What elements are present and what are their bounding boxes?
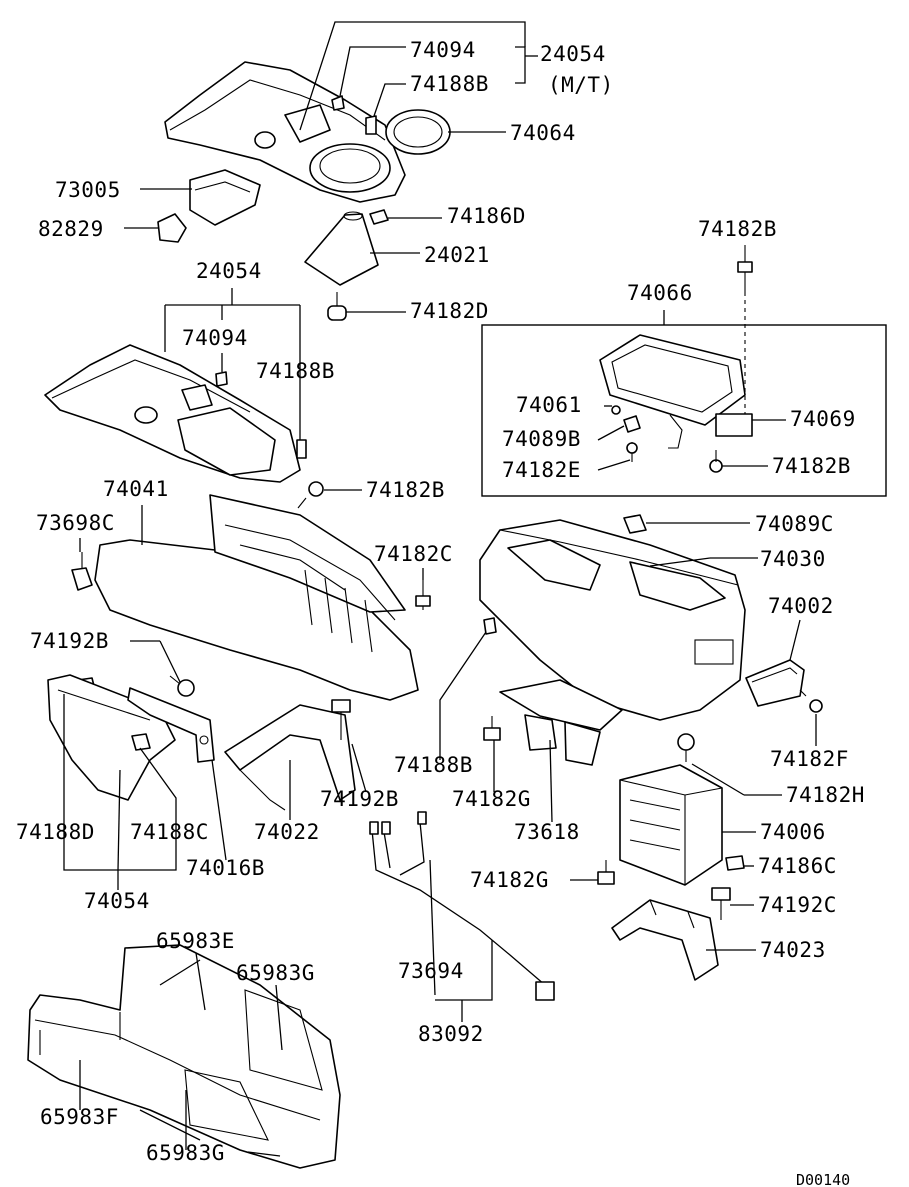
- clip-74188C: [131, 733, 151, 751]
- bracket-74023: [611, 899, 719, 981]
- screw-74182D: [327, 292, 347, 321]
- callout-74182g: 74182G: [452, 787, 531, 811]
- clip-74089C: [623, 514, 647, 534]
- part-82829: [157, 213, 187, 243]
- boot-ring-74064: [385, 109, 451, 155]
- callout-74188b: 74188B: [410, 72, 489, 96]
- screw-74182H: [677, 733, 695, 762]
- callout-74066: 74066: [627, 281, 693, 305]
- bracket-74016B: [127, 687, 215, 763]
- callout-82829: 82829: [38, 217, 104, 241]
- screw-74182C: [415, 580, 431, 610]
- screw-74182Ba: [737, 245, 753, 292]
- callout-74182b: 74182B: [772, 454, 851, 478]
- callout-74188b: 74188B: [394, 753, 473, 777]
- callout-74182g: 74182G: [470, 868, 549, 892]
- callout-74182e: 74182E: [502, 458, 581, 482]
- callout-73618: 73618: [514, 820, 580, 844]
- callout-24054: 24054: [196, 259, 262, 283]
- callout-74188b: 74188B: [256, 359, 335, 383]
- ashtray-74002: [745, 659, 805, 707]
- callout-74192c: 74192C: [758, 893, 837, 917]
- callout-74182d: 74182D: [410, 299, 489, 323]
- screw-74182E: [626, 442, 638, 462]
- screw-74182Bb: [709, 450, 723, 473]
- callout-65983e: 65983E: [156, 929, 235, 953]
- lower-panel-65983: [27, 944, 341, 1169]
- side-trim-74054: [47, 674, 176, 801]
- clip-74186C: [725, 855, 745, 871]
- clip-74188Bc: [483, 617, 497, 635]
- callout-74054: 74054: [84, 889, 150, 913]
- storage-box-74006: [619, 764, 723, 886]
- clip-74186D: [369, 209, 389, 225]
- callout-74182b: 74182B: [366, 478, 445, 502]
- armrest-lid-74066: [599, 334, 746, 449]
- knob-74094: [331, 95, 345, 111]
- callout-74182b: 74182B: [698, 217, 777, 241]
- callout-74064: 74064: [510, 121, 576, 145]
- clip-73698C: [71, 552, 93, 591]
- callout-74186d: 74186D: [447, 204, 526, 228]
- callout-74192b: 74192B: [30, 629, 109, 653]
- console-cover-24054: [44, 344, 301, 483]
- callout-73694: 73694: [398, 959, 464, 983]
- callout-labels: 74094 74188B 24054 (M/T) 74064 73005 82829 7418…: [16, 38, 865, 1165]
- cup-holder-73618: [499, 679, 623, 766]
- clip-74089B: [623, 415, 641, 433]
- screw-74182G: [483, 716, 501, 741]
- drawing-code: D00140: [796, 1171, 850, 1187]
- leader-lines: [63, 21, 817, 1157]
- callout-74089c: 74089C: [755, 512, 834, 536]
- callout-74022: 74022: [254, 820, 320, 844]
- callout-74016b: 74016B: [186, 856, 265, 880]
- clip-74188B: [365, 115, 377, 135]
- callout-74182f: 74182F: [770, 747, 849, 771]
- floor-console-74041: [94, 494, 419, 701]
- callout-74061: 74061: [516, 393, 582, 417]
- callout-74186c: 74186C: [758, 854, 837, 878]
- bolt-74192C: [711, 887, 731, 920]
- callout-74089b: 74089B: [502, 427, 581, 451]
- callout-74094: 74094: [410, 38, 476, 62]
- shift-boot-24021: [304, 211, 379, 286]
- clip-74188Bb: [296, 439, 307, 459]
- bolt-74192B: [169, 675, 195, 697]
- callout-65983g: 65983G: [236, 961, 315, 985]
- rear-console-74030: [479, 519, 746, 721]
- callout-74069: 74069: [790, 407, 856, 431]
- callout-73005: 73005: [55, 178, 121, 202]
- screw-74182F: [799, 689, 823, 713]
- callout-24021: 24021: [424, 243, 490, 267]
- callout-74182c: 74182C: [374, 542, 453, 566]
- wiring-harness-73694: [369, 811, 555, 1001]
- callout-74041: 74041: [103, 477, 169, 501]
- callout-mt: (M/T): [548, 73, 614, 97]
- bolt-74192Bb: [331, 699, 351, 740]
- callout-74192b: 74192B: [320, 787, 399, 811]
- callout-65983f: 65983F: [40, 1105, 119, 1129]
- callout-74094: 74094: [182, 326, 248, 350]
- upper-console-cover-mt: [164, 61, 406, 203]
- bracket-74022: [224, 704, 356, 811]
- callout-74182h: 74182H: [786, 783, 865, 807]
- callout-74188c: 74188C: [130, 820, 209, 844]
- fastener-74061: [611, 405, 621, 415]
- switch-73005: [189, 169, 261, 226]
- callout-83092: 83092: [418, 1022, 484, 1046]
- screw-74182Bc: [297, 481, 324, 509]
- callout-74188d: 74188D: [16, 820, 95, 844]
- callout-24054: 24054: [540, 42, 606, 66]
- callout-74023: 74023: [760, 938, 826, 962]
- armrest-group-box: [481, 324, 887, 497]
- callout-74002: 74002: [768, 594, 834, 618]
- callout-74006: 74006: [760, 820, 826, 844]
- callout-65983g: 65983G: [146, 1141, 225, 1165]
- callout-73698c: 73698C: [36, 511, 115, 535]
- bracket-74069: [715, 413, 753, 437]
- callout-74030: 74030: [760, 547, 826, 571]
- screw-74182Gb: [597, 860, 615, 885]
- knob-74094b: [215, 371, 228, 387]
